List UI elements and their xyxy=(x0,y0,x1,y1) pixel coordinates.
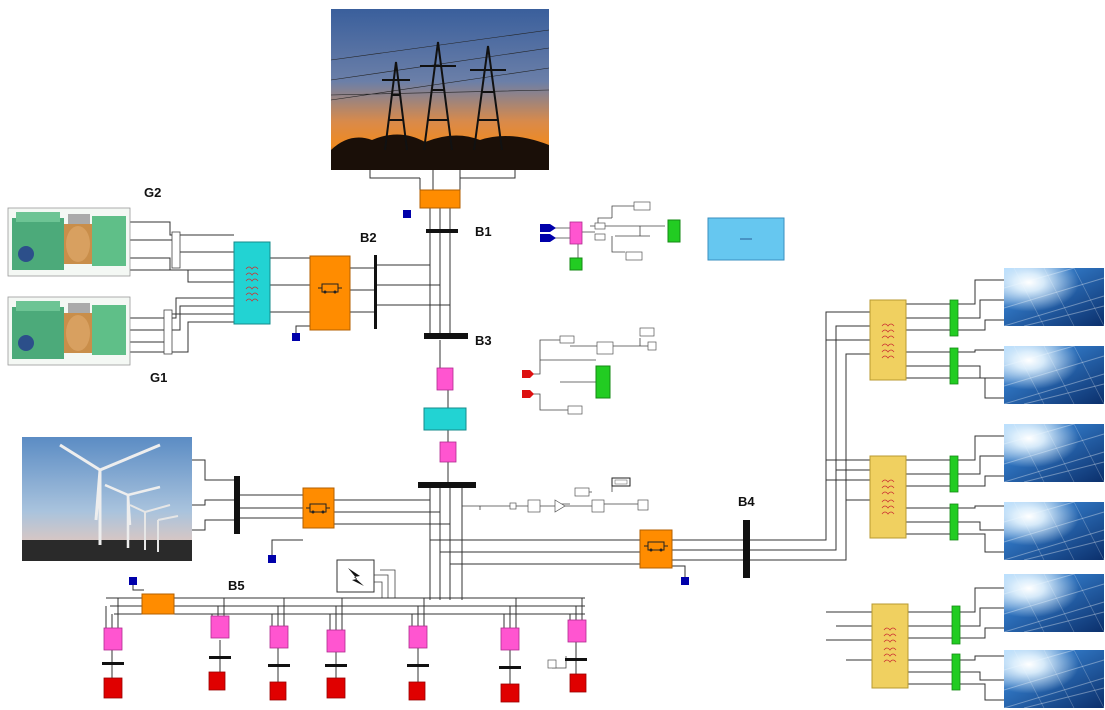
label-b1: B1 xyxy=(475,224,492,239)
load-b5-7[interactable] xyxy=(568,620,586,642)
label-g2: G2 xyxy=(144,185,161,200)
breaker-wind[interactable] xyxy=(303,488,334,528)
fault-block[interactable] xyxy=(337,560,374,592)
rl-load-2[interactable] xyxy=(209,672,225,690)
bus-wind[interactable] xyxy=(234,476,240,534)
pv-transformer-2[interactable] xyxy=(870,456,906,538)
label-g1: G1 xyxy=(150,370,167,385)
green-scope-1[interactable] xyxy=(570,258,582,270)
input-port-1[interactable] xyxy=(540,224,556,232)
pv-filter-6[interactable] xyxy=(952,654,960,690)
green-scope-2[interactable] xyxy=(668,220,680,242)
breaker-b2[interactable] xyxy=(310,256,350,330)
ground-b5[interactable] xyxy=(129,577,137,585)
input-port-3[interactable] xyxy=(522,370,534,378)
load-buses xyxy=(102,656,587,669)
pv-filters xyxy=(950,300,960,690)
label-b5: B5 xyxy=(228,578,245,593)
solar-panel-image-4 xyxy=(1004,502,1104,560)
load-b5-1[interactable] xyxy=(104,628,122,650)
solar-panel-image-5 xyxy=(1004,574,1104,632)
pv-filter-2[interactable] xyxy=(950,348,958,384)
transformer-b3[interactable] xyxy=(424,408,466,430)
input-port-4[interactable] xyxy=(522,390,534,398)
solar-panel-image-3 xyxy=(1004,424,1104,482)
rl-load-4[interactable] xyxy=(327,678,345,698)
breaker-b5[interactable] xyxy=(142,594,174,614)
bus-b4[interactable] xyxy=(743,520,750,578)
bus-b1[interactable] xyxy=(426,229,458,233)
wind-turbine-image xyxy=(22,437,192,561)
measurement-block-top[interactable] xyxy=(570,222,582,244)
bus-b3[interactable] xyxy=(424,333,468,339)
ground-b4[interactable] xyxy=(681,577,689,585)
pv-filter-4[interactable] xyxy=(950,504,958,540)
solar-panel-image-2 xyxy=(1004,346,1104,404)
load-b3-upper[interactable] xyxy=(437,368,453,390)
rl-load-3[interactable] xyxy=(270,682,286,700)
rl-load-1[interactable] xyxy=(104,678,122,698)
load-b3-lower[interactable] xyxy=(440,442,456,462)
measurement-middle xyxy=(522,328,656,414)
load-b5-3[interactable] xyxy=(270,626,288,648)
bus-b3-lower[interactable] xyxy=(418,482,476,488)
g2-connector[interactable] xyxy=(172,232,180,268)
rl-load-6[interactable] xyxy=(501,684,519,702)
rl-load-7[interactable] xyxy=(570,674,586,692)
label-b4: B4 xyxy=(738,494,755,509)
load-b5-2[interactable] xyxy=(211,616,229,638)
bus-b2[interactable] xyxy=(374,255,377,329)
pv-transformer-3[interactable] xyxy=(872,604,908,688)
pv-transformer-1[interactable] xyxy=(870,300,906,380)
generator-g2-image xyxy=(8,208,130,276)
g1-connector[interactable] xyxy=(164,310,172,354)
input-port-2[interactable] xyxy=(540,234,556,242)
breaker-b4[interactable] xyxy=(640,530,672,568)
rl-load-5[interactable] xyxy=(409,682,425,700)
breaker-b1[interactable] xyxy=(420,190,460,208)
green-scope-3[interactable] xyxy=(596,366,610,398)
pv-filter-1[interactable] xyxy=(950,300,958,336)
ground-wind[interactable] xyxy=(268,555,276,563)
transformer-g[interactable] xyxy=(234,242,270,324)
pv-filter-5[interactable] xyxy=(952,606,960,644)
transmission-tower-image xyxy=(331,9,549,170)
small-terminator xyxy=(548,660,556,668)
solar-panel-image-6 xyxy=(1004,650,1104,708)
solar-panel-image-1 xyxy=(1004,268,1104,326)
label-b2: B2 xyxy=(360,230,377,245)
pv-filter-3[interactable] xyxy=(950,456,958,492)
generator-g1-image xyxy=(8,297,130,365)
load-b5-5[interactable] xyxy=(409,626,427,648)
ground-b1[interactable] xyxy=(403,210,411,218)
ground-b2[interactable] xyxy=(292,333,300,341)
label-b3: B3 xyxy=(475,333,492,348)
measurement-bottom xyxy=(510,478,648,512)
red-loads xyxy=(104,672,586,702)
load-b5-6[interactable] xyxy=(501,628,519,650)
load-b5-4[interactable] xyxy=(327,630,345,652)
